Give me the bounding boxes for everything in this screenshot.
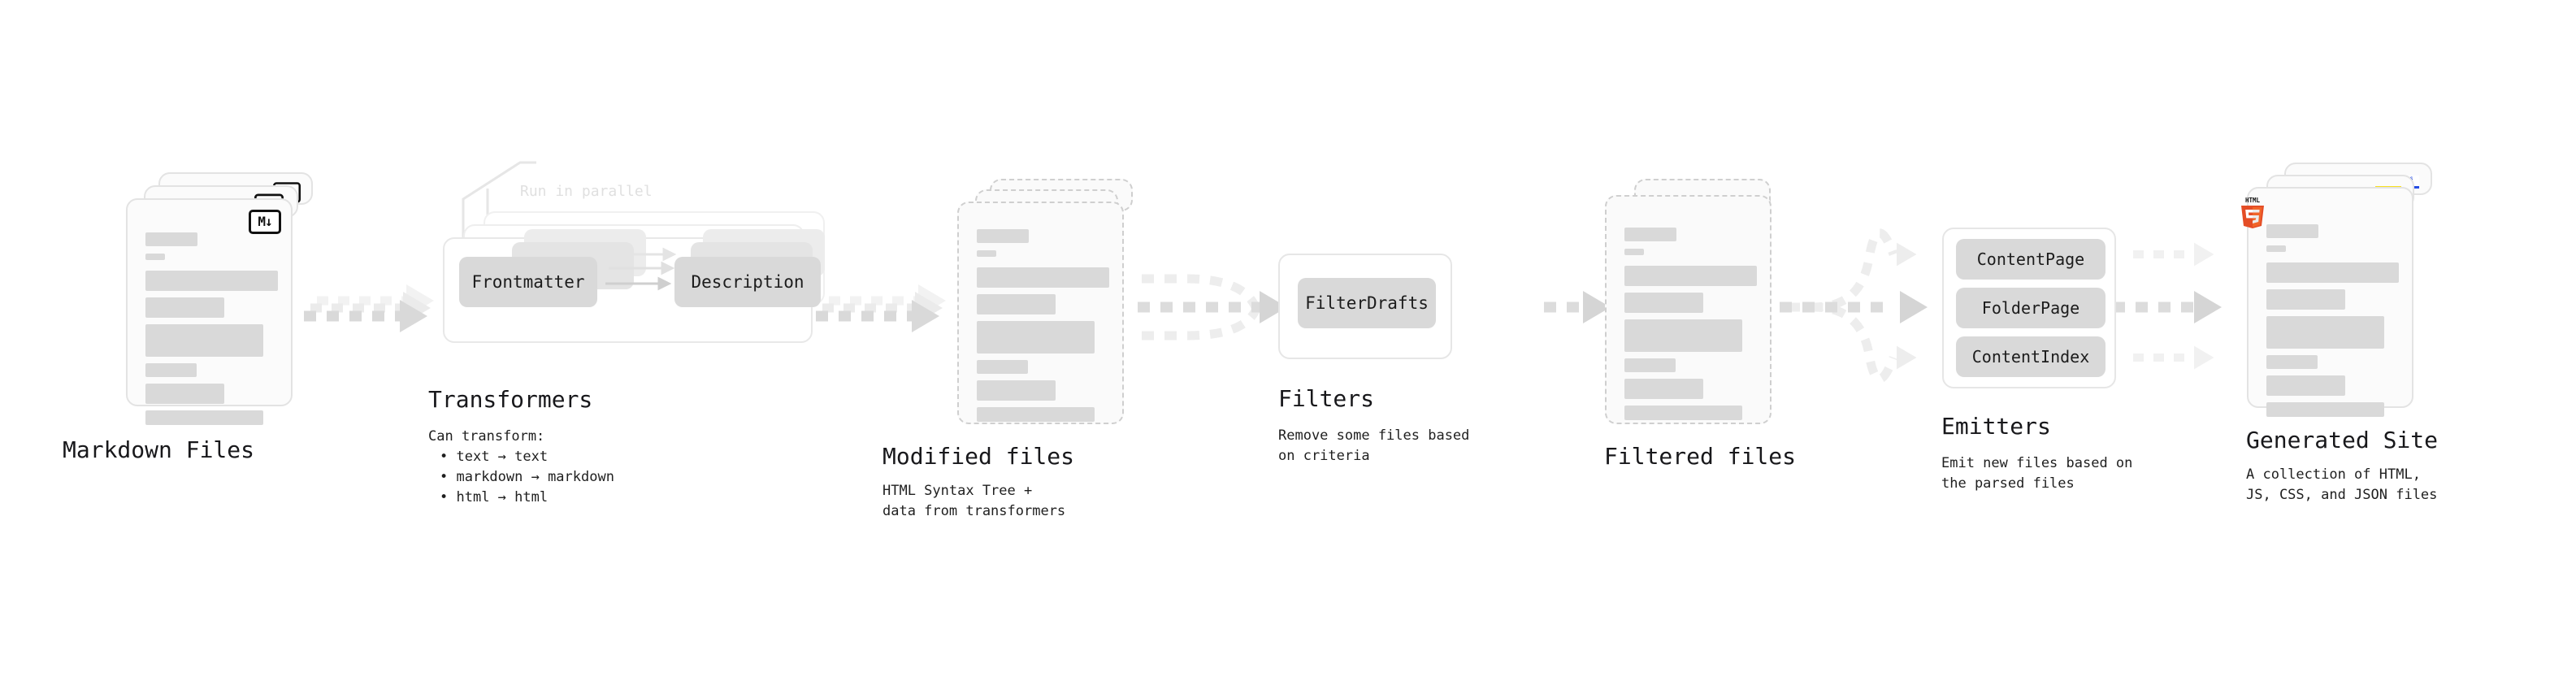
chip-label: ContentIndex — [1971, 347, 2090, 367]
transformer-chip-description[interactable]: Description — [674, 257, 821, 307]
arrow-filtered-to-emitters — [1780, 228, 1928, 384]
modified-file-stack — [957, 179, 1144, 439]
modified-card-front — [957, 202, 1124, 424]
markdown-skeleton — [145, 232, 278, 432]
arrow-emitters-to-site — [2113, 242, 2222, 370]
emitters-box: ContentPage FolderPage ContentIndex — [1942, 228, 2116, 388]
list-item: • html → html — [440, 489, 549, 505]
parallel-mini-arrows — [605, 247, 677, 291]
stage-markdown-files: M↓ M↓ M↓ — [63, 172, 313, 463]
stage-title: Emitters — [1941, 413, 2051, 440]
transformer-chip-frontmatter[interactable]: Frontmatter — [459, 257, 597, 307]
stage-title: Filters — [1278, 385, 1375, 412]
arrow-markdown-to-transformers — [304, 284, 434, 332]
markdown-card-front: M↓ — [126, 198, 293, 425]
site-file-stack: CSS HTML — [2241, 163, 2442, 431]
filters-box: FilterDrafts — [1278, 254, 1452, 359]
site-card-html: HTML — [2241, 187, 2413, 417]
modified-skeleton — [977, 229, 1109, 429]
chip-label: FilterDrafts — [1305, 293, 1429, 313]
stage-title: Generated Site — [2246, 427, 2439, 453]
stage-subtitle: Remove some files based on criteria — [1278, 427, 1470, 464]
chip-label: Description — [691, 272, 804, 292]
chip-label: ContentPage — [1976, 249, 2085, 269]
stage-transformers: Frontmatter Description Run in parallel … — [428, 183, 825, 505]
stage-title: Modified files — [883, 443, 1075, 470]
stage-title: Filtered files — [1604, 443, 1797, 470]
stage-subtitle-lead: Can transform: — [428, 428, 545, 445]
list-item: • text → text — [440, 449, 549, 465]
markdown-file-stack: M↓ M↓ M↓ — [126, 172, 313, 432]
run-in-parallel-label: Run in parallel — [520, 183, 653, 200]
stage-filtered-files: Filtered files — [1604, 179, 1796, 470]
arrow-modified-to-filters — [1138, 274, 1287, 340]
arrow-filters-to-filtered — [1544, 291, 1611, 323]
filtered-card-front — [1605, 195, 1772, 424]
stage-title: Transformers — [428, 386, 593, 413]
chip-label: FolderPage — [1981, 298, 2080, 318]
stage-generated-site: CSS HTML — [2241, 163, 2442, 503]
arrow-transformers-to-modified — [816, 284, 946, 332]
filter-chip-filterdrafts[interactable]: FilterDrafts — [1298, 278, 1436, 328]
stage-subtitle: Emit new files based on the parsed files — [1941, 455, 2133, 492]
stage-modified-files: Modified files HTML Syntax Tree + data f… — [883, 179, 1144, 519]
emitter-chip-contentpage[interactable]: ContentPage — [1956, 239, 2105, 280]
emitter-chip-folderpage[interactable]: FolderPage — [1956, 288, 2105, 328]
emitter-chip-contentindex[interactable]: ContentIndex — [1956, 336, 2105, 377]
transform-capability-list: • text → text • markdown → markdown • ht… — [440, 447, 614, 508]
html5-badge: HTML — [2239, 197, 2266, 232]
filtered-skeleton — [1624, 228, 1757, 427]
stage-subtitle: HTML Syntax Tree + data from transformer… — [883, 483, 1066, 519]
chip-label: Frontmatter — [471, 272, 585, 292]
markdown-badge: M↓ — [249, 210, 281, 234]
list-item: • markdown → markdown — [440, 469, 614, 485]
html5-wordmark: HTML — [2245, 197, 2261, 204]
filtered-file-stack — [1605, 179, 1792, 439]
site-skeleton — [2266, 224, 2399, 424]
stage-title: Markdown Files — [63, 436, 255, 463]
stage-subtitle: A collection of HTML, JS, CSS, and JSON … — [2246, 466, 2438, 503]
transformers-box-stack: Frontmatter Description — [443, 211, 825, 366]
